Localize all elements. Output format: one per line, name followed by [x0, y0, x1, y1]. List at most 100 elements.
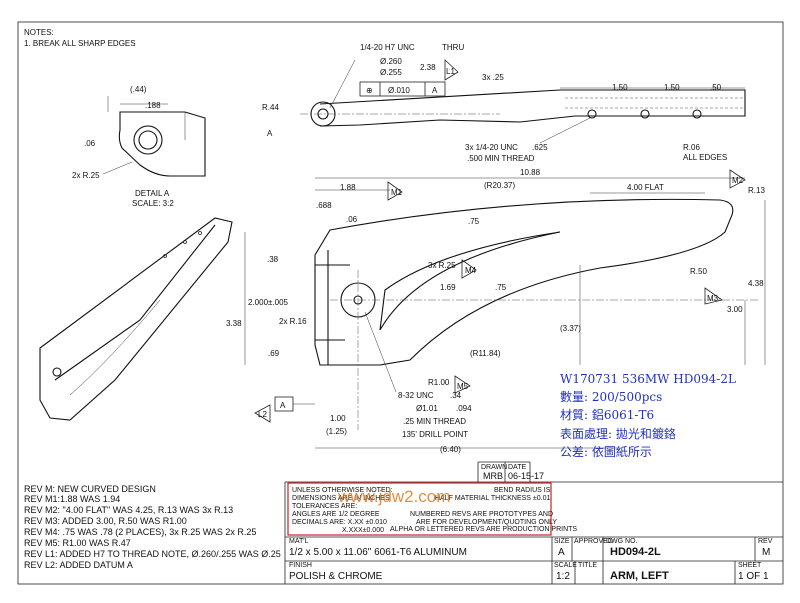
scale-value: 1:2: [556, 571, 570, 582]
top-dim-150b: 1.50: [664, 83, 680, 92]
detail-dim-2x-r25: 2x R.25: [72, 171, 100, 180]
top-holes-thread: .500 MIN THREAD: [467, 154, 535, 163]
sheet-border: [17, 21, 784, 585]
revision-item: REV L2: ADDED DATUM A: [24, 560, 133, 570]
top-datum-l1: L1: [446, 67, 455, 76]
front-dim-r1184: (R11.84): [470, 349, 501, 358]
front-dim-300: 3.00: [727, 305, 743, 314]
top-tap-dia2: Ø.255: [380, 68, 402, 77]
front-flat: 4.00 FLAT: [627, 183, 664, 192]
detail-dim-06: .06: [84, 139, 96, 148]
size-value: A: [558, 547, 565, 558]
order-line-5: 公差: 依圖紙所示: [560, 444, 652, 459]
title-label: TITLE: [578, 562, 597, 569]
rev-m4: M4: [465, 266, 477, 275]
rev-m5: M5: [457, 382, 469, 391]
front-dim-188: 1.88: [340, 183, 356, 192]
tolerance-right-4: ARE FOR DEVELOPMENT/QUOTING ONLY: [416, 519, 557, 526]
drawn-value: MRB: [483, 471, 503, 481]
top-holes-depth: .625: [532, 143, 548, 152]
tolerance-right-1: BEND RADIUS IS: [494, 487, 551, 494]
tolerance-box: UNLESS OTHERWISE NOTED: DIMENSIONS ARE I…: [287, 482, 577, 536]
front-datum-l2: L2: [258, 410, 267, 419]
top-view: R.44 A 1/4-20 H7 UNC THRU Ø.260 Ø.255 2.…: [262, 43, 746, 163]
notes-heading: NOTES:: [24, 28, 54, 37]
scale-label: SCALE: [554, 562, 577, 569]
detail-label: DETAIL A: [135, 189, 170, 198]
matl-label: MAT'L: [289, 538, 309, 545]
revision-item: REV M4: .75 WAS .78 (2 PLACES), 3x R.25 …: [24, 527, 256, 537]
front-dim-38: .38: [267, 255, 279, 264]
front-dim-75b: .75: [495, 283, 507, 292]
detail-dim-188: .188: [145, 101, 161, 110]
watermark: www.jdw2.com: [337, 487, 450, 506]
front-dim-06: .06: [346, 215, 358, 224]
top-view-a: A: [267, 129, 273, 138]
rev-m1: M1: [391, 188, 403, 197]
front-dim-69: .69: [268, 349, 280, 358]
front-dim-1088: 10.88: [520, 168, 541, 177]
front-tap2-dia-depth: .094: [456, 404, 472, 413]
front-tap2-depth: .34: [450, 391, 462, 400]
rev-m3: M3: [707, 294, 719, 303]
order-line-2: 數量: 200/500pcs: [560, 390, 662, 404]
rev-value: M: [762, 547, 770, 558]
revision-list: REV M: NEW CURVED DESIGN REV M1:1.88 WAS…: [24, 484, 281, 570]
finish-value: POLISH & CHROME: [289, 571, 383, 582]
tolerance-line-4: ANGLES ARE 1/2 DEGREE: [292, 511, 380, 518]
top-tap-note: 1/4-20 H7 UNC: [360, 43, 415, 52]
front-dim-688: .688: [316, 201, 332, 210]
tolerance-line-1: UNLESS OTHERWISE NOTED:: [292, 487, 393, 494]
dwg-label: DWG NO.: [606, 538, 638, 545]
approved-label: APPROVED: [574, 538, 613, 545]
revision-item: REV M: NEW CURVED DESIGN: [24, 484, 156, 494]
front-r50: R.50: [690, 267, 707, 276]
revision-item: REV M3: ADDED 3.00, R.50 WAS R1.00: [24, 516, 187, 526]
front-dim-438: 4.38: [748, 279, 764, 288]
front-dim-337: (3.37): [560, 324, 581, 333]
top-r06: R.06: [683, 143, 700, 152]
order-line-3: 材質: 鋁6061-T6: [560, 407, 654, 422]
tolerance-line-5: DECIMALS ARE: X.XX ±0.010: [292, 519, 387, 526]
finish-label: FINISH: [289, 562, 312, 569]
detail-scale: SCALE: 3:2: [132, 199, 174, 208]
top-dim-150a: 1.50: [612, 83, 628, 92]
front-tap2-dia: Ø1.01: [416, 404, 438, 413]
front-datum-a: A: [280, 401, 286, 410]
isometric-view: [39, 217, 233, 421]
date-label: DATE: [508, 464, 526, 471]
top-fcf-position: Ø.010: [388, 86, 410, 95]
title-block: DRAWN MRB DATE 06-15-17 MAT'L 1/2 x 5.00…: [284, 461, 783, 584]
drawn-label: DRAWN: [481, 464, 507, 471]
sheet-value: 1 OF 1: [738, 571, 769, 582]
top-feature-control-frame: [359, 81, 446, 97]
revision-item: REV M5: R1.00 WAS R.47: [24, 538, 131, 548]
top-dim-3x25: 3x .25: [482, 73, 504, 82]
order-line-4: 表面處理: 拋光和鍍鉻: [560, 426, 676, 441]
front-dim-169: 1.69: [440, 283, 456, 292]
rev-m2: M2: [732, 176, 744, 185]
top-tap-thru: THRU: [442, 43, 464, 52]
detail-a-view: (.44) .188 .06 2x R.25 DETAIL A SCALE: 3…: [72, 85, 206, 208]
top-holes-note: 3x 1/4-20 UNC: [465, 143, 518, 152]
tolerance-right-2: HALF MATERIAL THICKNESS ±0.01: [435, 495, 550, 502]
front-dim-640: (6.40): [440, 445, 461, 454]
front-dim-r2037: (R20.37): [484, 181, 515, 190]
front-dim-100: 1.00: [330, 414, 346, 423]
order-line-1: W170731 536MW HD094-2L: [560, 372, 736, 386]
fcf-position-icon: ⊕: [366, 86, 373, 95]
top-tap-dia1: Ø.260: [380, 57, 402, 66]
front-dim-2xr16: 2x R.16: [279, 317, 307, 326]
front-dim-2000: 2.000±.005: [248, 298, 289, 307]
tolerance-line-3: TOLERANCES ARE:: [292, 503, 357, 510]
title-value: ARM, LEFT: [610, 570, 669, 582]
front-dim-125: (1.25): [326, 427, 347, 436]
front-dim-338: 3.38: [226, 319, 242, 328]
top-dim-50: .50: [710, 83, 722, 92]
front-drill: 135' DRILL POINT: [402, 430, 468, 439]
revision-item: REV M1:1.88 WAS 1.94: [24, 494, 120, 504]
front-tap2: 8-32 UNC: [398, 391, 434, 400]
revision-item: REV M2: "4.00 FLAT" WAS 4.25, R.13 WAS 3…: [24, 505, 233, 515]
